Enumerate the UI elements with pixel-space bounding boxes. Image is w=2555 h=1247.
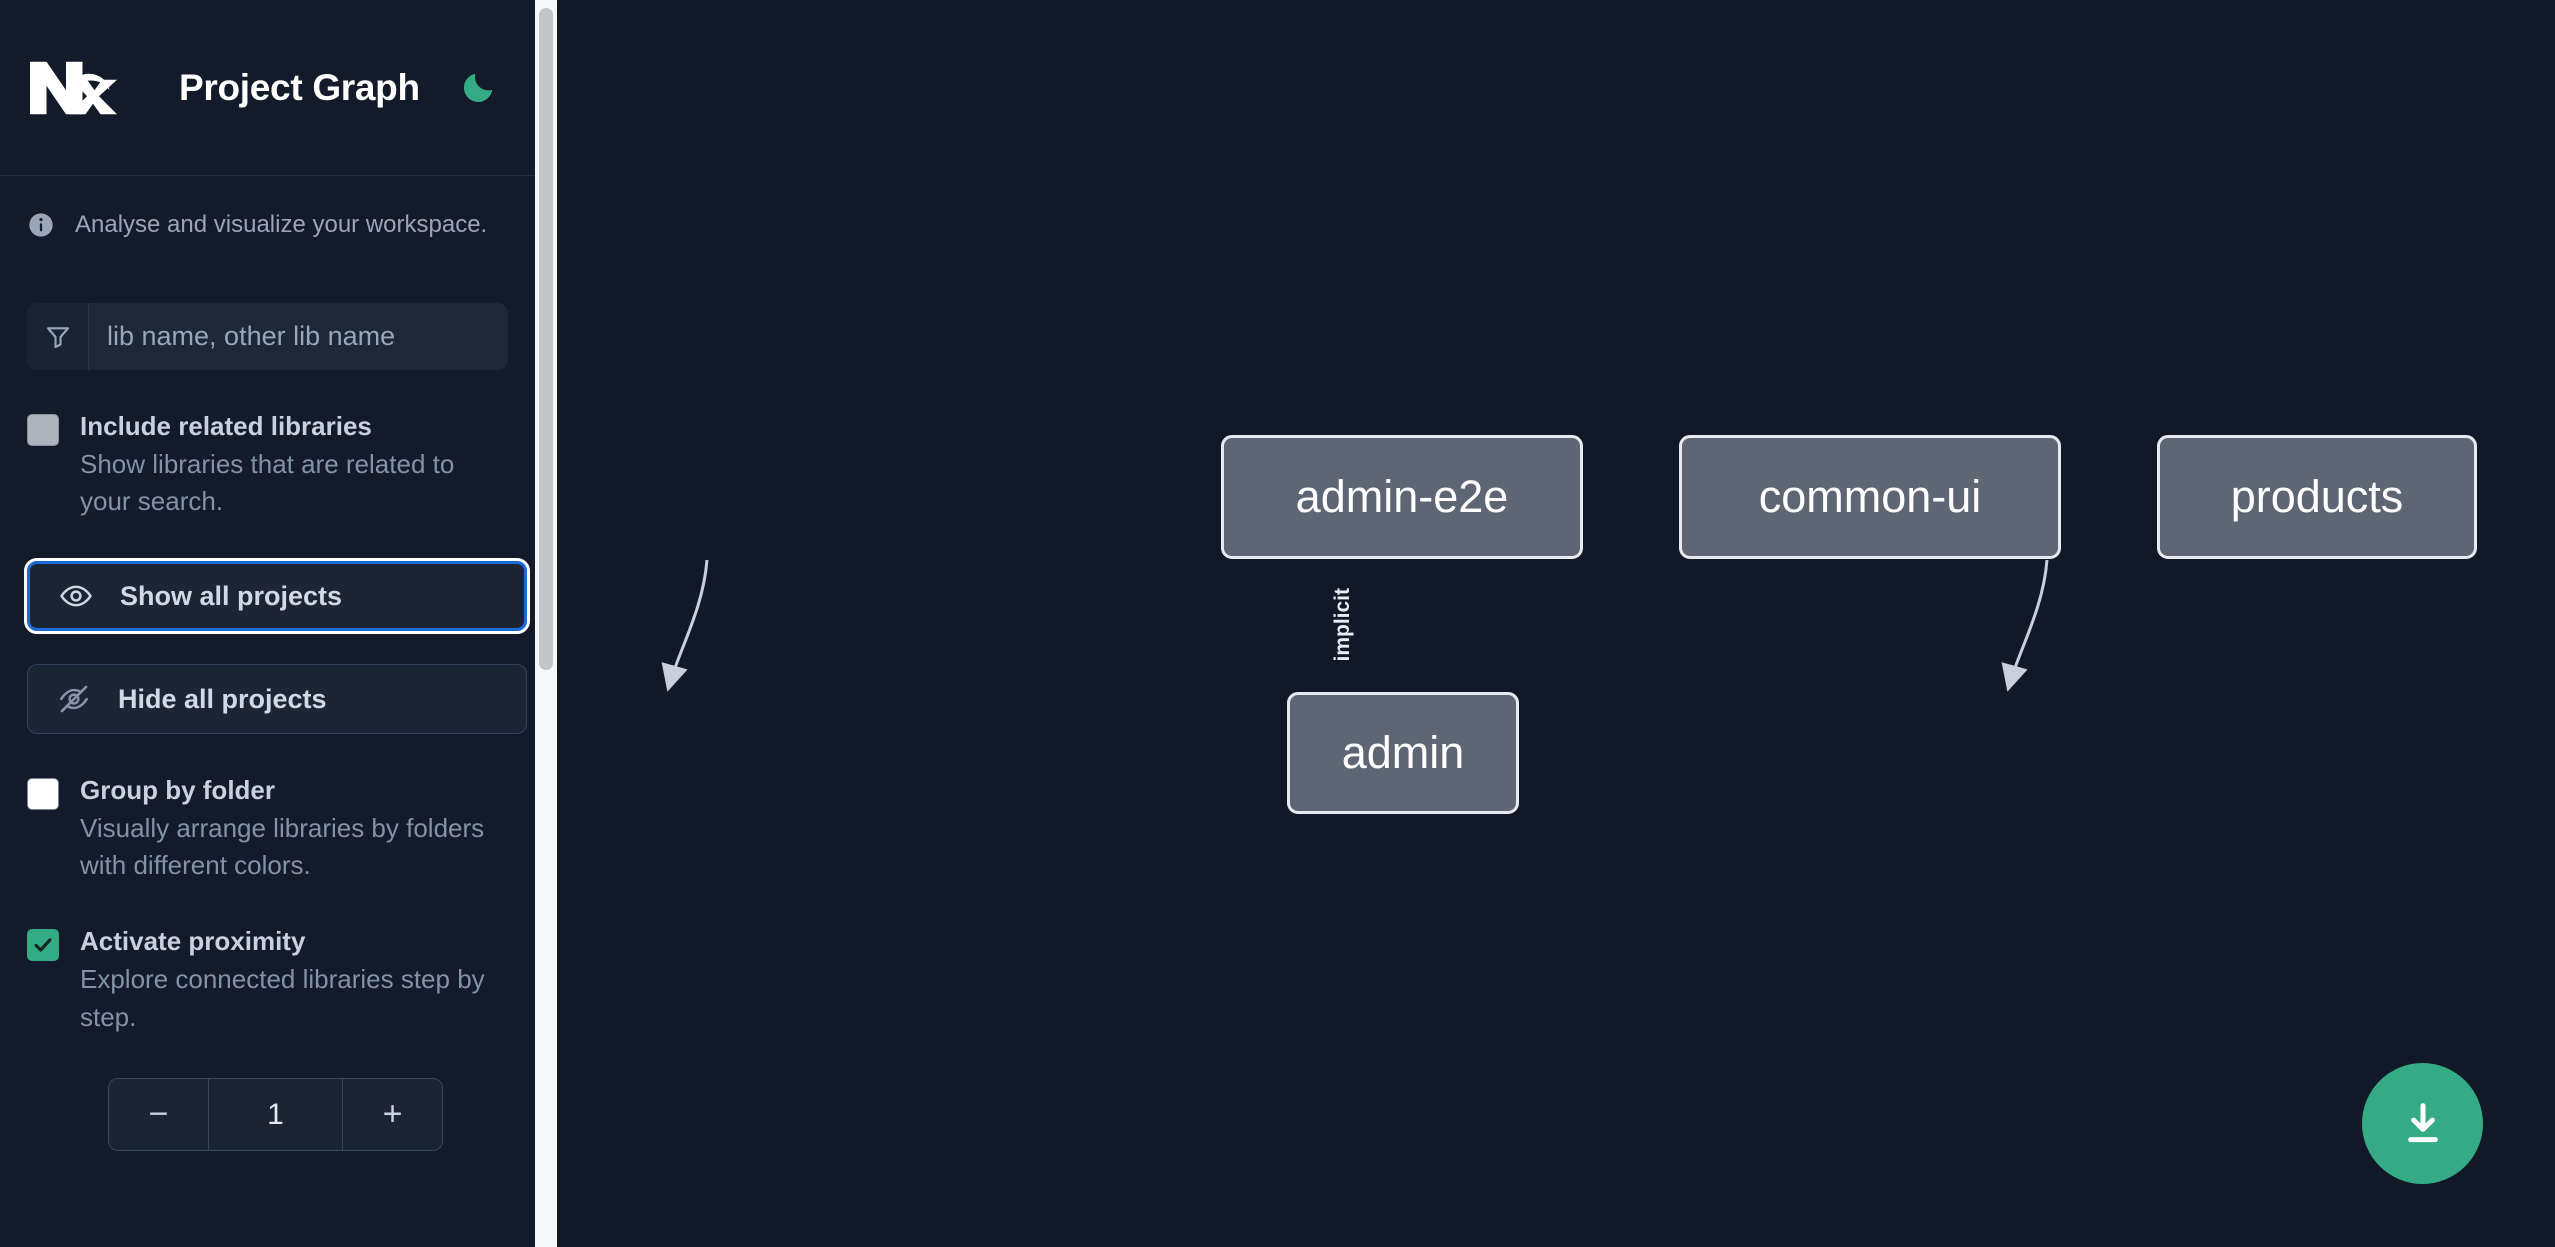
option-group-by-folder: Group by folder Visually arrange librari… [0, 772, 535, 885]
activate-proximity-description: Explore connected libraries step by step… [80, 963, 485, 1032]
include-related-libraries-label: Include related libraries [80, 411, 372, 441]
edge-admin-e2e-to-admin [661, 559, 709, 692]
nx-logo-icon [27, 57, 117, 119]
edge-store-e2e-to-store [2001, 559, 2049, 692]
search-input[interactable] [89, 303, 508, 370]
visibility-buttons: Show all projects Hide all projects [0, 558, 535, 735]
search-box[interactable] [27, 303, 508, 370]
download-button[interactable] [2362, 1063, 2483, 1184]
hide-all-projects-label: Hide all projects [118, 683, 327, 714]
proximity-decrement-button[interactable]: − [109, 1079, 209, 1151]
activate-proximity-checkbox[interactable] [27, 929, 59, 962]
group-by-folder-description: Visually arrange libraries by folders wi… [80, 812, 485, 881]
workspace-info-text: Analyse and visualize your workspace. [75, 210, 488, 238]
include-related-libraries-checkbox[interactable] [27, 414, 59, 446]
proximity-stepper-wrap: − 1 + [0, 1078, 535, 1152]
sidebar-scrollbar[interactable] [535, 0, 557, 1247]
hide-all-projects-button[interactable]: Hide all projects [27, 664, 527, 735]
download-icon [2407, 1102, 2438, 1142]
sidebar-scrollbar-thumb[interactable] [539, 8, 553, 670]
sidebar-header: Project Graph [0, 0, 535, 176]
show-all-projects-label: Show all projects [120, 580, 343, 611]
graph-canvas[interactable]: admin-e2e common-ui products store-e2e a… [557, 0, 2555, 1247]
graph-node-common-ui[interactable]: common-ui [1679, 435, 2061, 559]
group-by-folder-checkbox[interactable] [27, 778, 59, 811]
activate-proximity-label: Activate proximity [80, 926, 306, 957]
filter-funnel-icon [27, 303, 89, 370]
option-include-related-libraries: Include related libraries Show libraries… [0, 408, 535, 521]
eye-icon [59, 579, 93, 613]
show-all-projects-button[interactable]: Show all projects [24, 558, 530, 635]
moon-icon[interactable] [456, 66, 500, 110]
workspace-info: Analyse and visualize your workspace. [0, 176, 535, 273]
checkmark-icon [34, 938, 52, 952]
proximity-value: 1 [209, 1079, 342, 1151]
option-activate-proximity: Activate proximity Explore connected lib… [0, 923, 535, 1036]
proximity-increment-button[interactable]: + [342, 1079, 442, 1151]
eye-off-icon [57, 682, 91, 716]
search-section [0, 303, 535, 370]
graph-node-admin[interactable]: admin [1287, 692, 1519, 814]
graph-node-admin-e2e[interactable]: admin-e2e [1221, 435, 1583, 559]
proximity-stepper: − 1 + [108, 1078, 443, 1152]
sidebar-content: Project Graph Analyse and visualize yo [0, 0, 535, 1247]
graph-node-products[interactable]: products [2157, 435, 2477, 559]
include-related-libraries-description: Show libraries that are related to your … [80, 448, 455, 517]
page-title: Project Graph [179, 66, 420, 108]
info-icon [27, 211, 55, 239]
group-by-folder-label: Group by folder [80, 775, 275, 806]
graph-edges [661, 559, 2049, 692]
sidebar: Project Graph Analyse and visualize yo [0, 0, 557, 1247]
